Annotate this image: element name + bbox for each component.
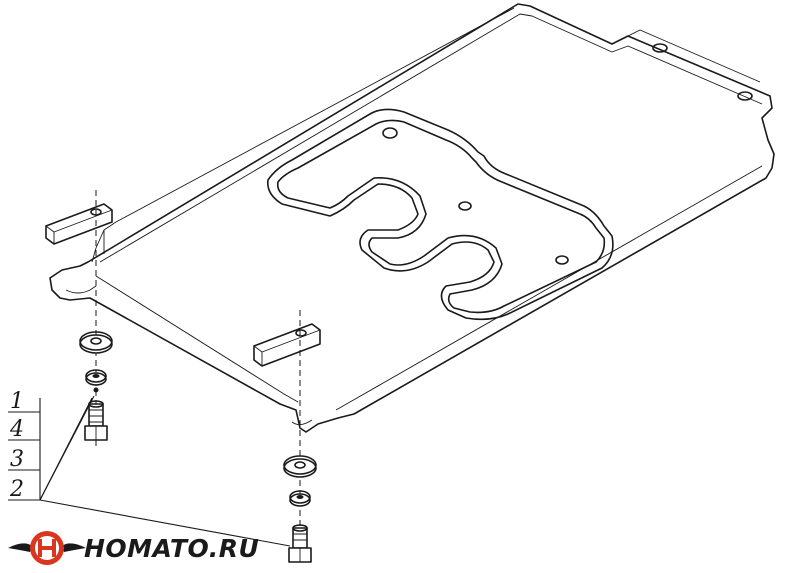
callout-label-3: 3 — [10, 447, 24, 472]
stamped-rib-pattern — [266, 108, 614, 321]
bolt-icon — [84, 400, 108, 441]
skid-plate-icon — [49, 3, 775, 433]
callout-label-1: 1 — [10, 389, 24, 414]
spring-washer-icon — [85, 369, 107, 386]
washer-icon — [79, 331, 113, 354]
spring-washer-icon — [289, 490, 311, 507]
bolt-icon — [288, 524, 312, 563]
bracket-left-icon — [45, 203, 113, 245]
washer-icon — [283, 455, 317, 478]
homato-h-winged-logo-icon — [8, 531, 86, 565]
fastener-stack-right — [283, 455, 317, 563]
bracket-right-icon — [253, 323, 321, 367]
fastener-stack-left — [79, 331, 113, 441]
brand-name: HOMATO.RU — [84, 534, 259, 563]
callout-label-2: 2 — [9, 477, 24, 502]
callout-label-4: 4 — [9, 417, 24, 442]
callout-table: 1 4 3 2 — [8, 389, 291, 547]
